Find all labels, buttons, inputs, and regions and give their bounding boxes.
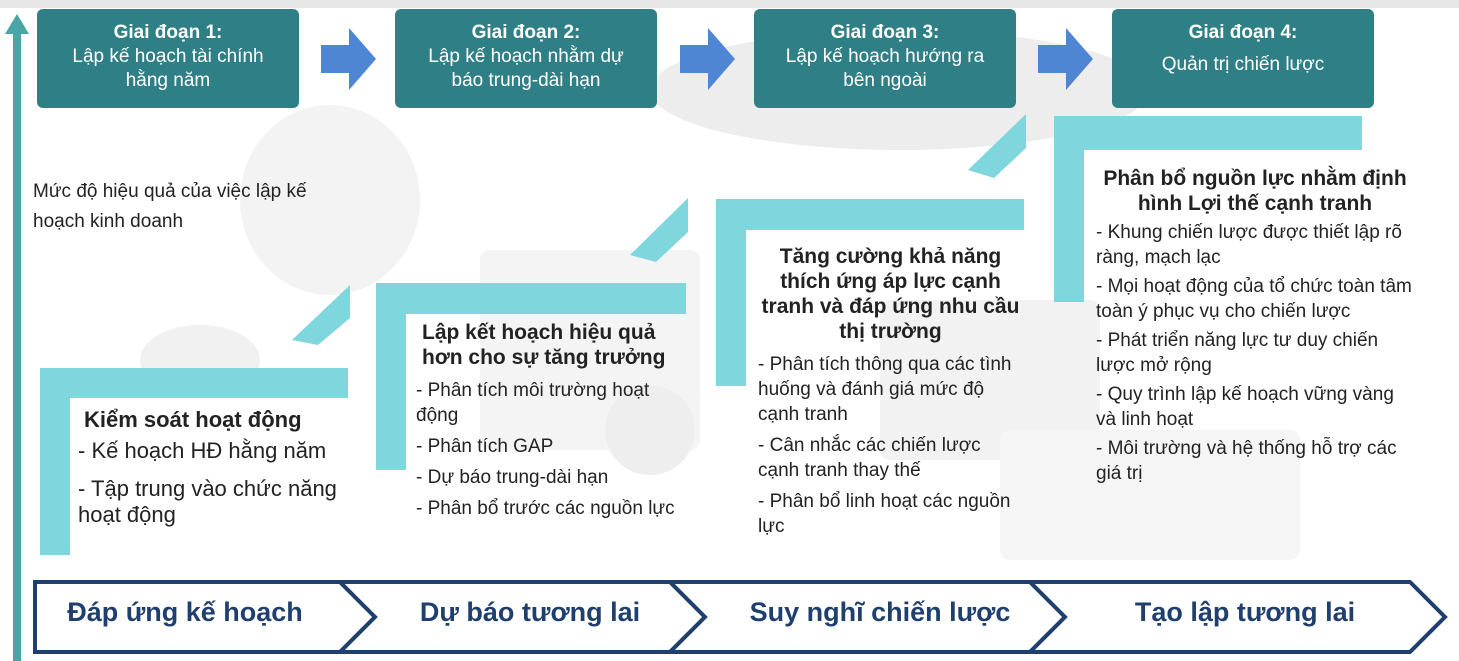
step-3-item: - Cân nhắc các chiến lược cạnh tranh tha… <box>758 435 981 481</box>
step-2-item: - Phân tích GAP <box>416 436 554 457</box>
step-4-shape <box>1054 116 1362 302</box>
stage-3-box: Giai đoạn 3: Lập kế hoạch hướng ra bên n… <box>754 9 1016 108</box>
step-2-item: - Phân bổ trước các nguồn lực <box>416 498 675 519</box>
step-2-item: - Dự báo trung-dài hạn <box>416 467 609 488</box>
step-4-item: - Môi trường và hệ thống hỗ trợ các giá … <box>1096 438 1397 484</box>
step-3-ramp <box>968 114 1026 178</box>
banner-label-3: Suy nghĩ chiến lược <box>749 597 1011 627</box>
chevron-segment-4 <box>1025 580 1448 654</box>
step-1-item: - Tập trung vào chức năng hoạt động <box>78 476 337 527</box>
arrow-right-icon <box>1038 28 1093 90</box>
step-4-item: - Quy trình lập kế hoạch vững vàng và li… <box>1096 384 1394 430</box>
step-2-shape <box>376 283 686 470</box>
banner-label-2: Dự báo tương lai <box>419 597 641 627</box>
step-1-ramp <box>292 285 350 345</box>
step-3-heading: Tăng cường khả năng thích ứng áp lực cạn… <box>761 245 1020 343</box>
step-4-heading: Phân bổ nguồn lực nhằm định hình Lợi thế… <box>1103 167 1407 215</box>
step-1-item: - Kế hoạch HĐ hằng năm <box>78 438 327 463</box>
banner-label-1: Đáp ứng kế hoạch <box>67 597 303 627</box>
stage-3-desc: Lập kế hoạch hướng ra bên ngoài <box>785 46 985 91</box>
step-3-item: - Phân bổ linh hoạt các nguồn lực <box>758 491 1011 537</box>
step-4-item: - Phát triển năng lực tư duy chiến lược … <box>1096 330 1379 376</box>
stage-1-box: Giai đoạn 1: Lập kế hoạch tài chính hằng… <box>37 9 299 108</box>
stage-4-title: Giai đoạn 4: <box>1188 22 1298 43</box>
arrow-right-icon <box>321 28 376 90</box>
axis-label: Mức độ hiệu quả của việc lập kế hoạch ki… <box>33 181 307 232</box>
step-3-item: - Phân tích thông qua các tình huống và … <box>758 354 1012 425</box>
stage-1-title: Giai đoạn 1: <box>113 22 223 43</box>
stage-2-box: Giai đoạn 2: Lập kế hoạch nhằm dự báo tr… <box>395 9 657 108</box>
step-2-text: Lập kết hoạch hiệu quả hơn cho sự tăng t… <box>416 320 688 521</box>
step-2-item: - Phân tích môi trường hoạt động <box>416 380 650 426</box>
step-2-heading: Lập kết hoạch hiệu quả hơn cho sự tăng t… <box>422 321 666 369</box>
step-1-text: Kiểm soát hoạt động - Kế hoạch HĐ hằng n… <box>78 407 343 528</box>
effectiveness-axis-arrow <box>5 14 29 661</box>
arrow-right-icon <box>680 28 735 90</box>
stage-4-box: Giai đoạn 4: Quản trị chiến lược <box>1112 9 1374 108</box>
stage-2-desc: Lập kế hoạch nhằm dự báo trung-dài hạn <box>428 46 624 91</box>
stage-3-title: Giai đoạn 3: <box>830 22 940 43</box>
step-2-ramp <box>630 198 688 262</box>
step-4-text: Phân bổ nguồn lực nhằm định hình Lợi thế… <box>1096 166 1414 486</box>
step-4-item: - Khung chiến lược được thiết lập rõ ràn… <box>1096 222 1402 268</box>
step-1-shape <box>40 368 348 555</box>
stage-1-desc: Lập kế hoạch tài chính hằng năm <box>72 46 264 91</box>
step-3-text: Tăng cường khả năng thích ứng áp lực cạn… <box>758 244 1023 539</box>
stage-4-desc: Quản trị chiến lược <box>1161 54 1325 75</box>
step-3-shape <box>716 199 1024 386</box>
step-4-item: - Mọi hoạt động của tổ chức toàn tâm toà… <box>1096 276 1412 322</box>
step-1-heading: Kiểm soát hoạt động <box>84 407 302 432</box>
banner-label-4: Tạo lập tương lai <box>1134 597 1356 627</box>
stage-2-title: Giai đoạn 2: <box>471 22 581 43</box>
